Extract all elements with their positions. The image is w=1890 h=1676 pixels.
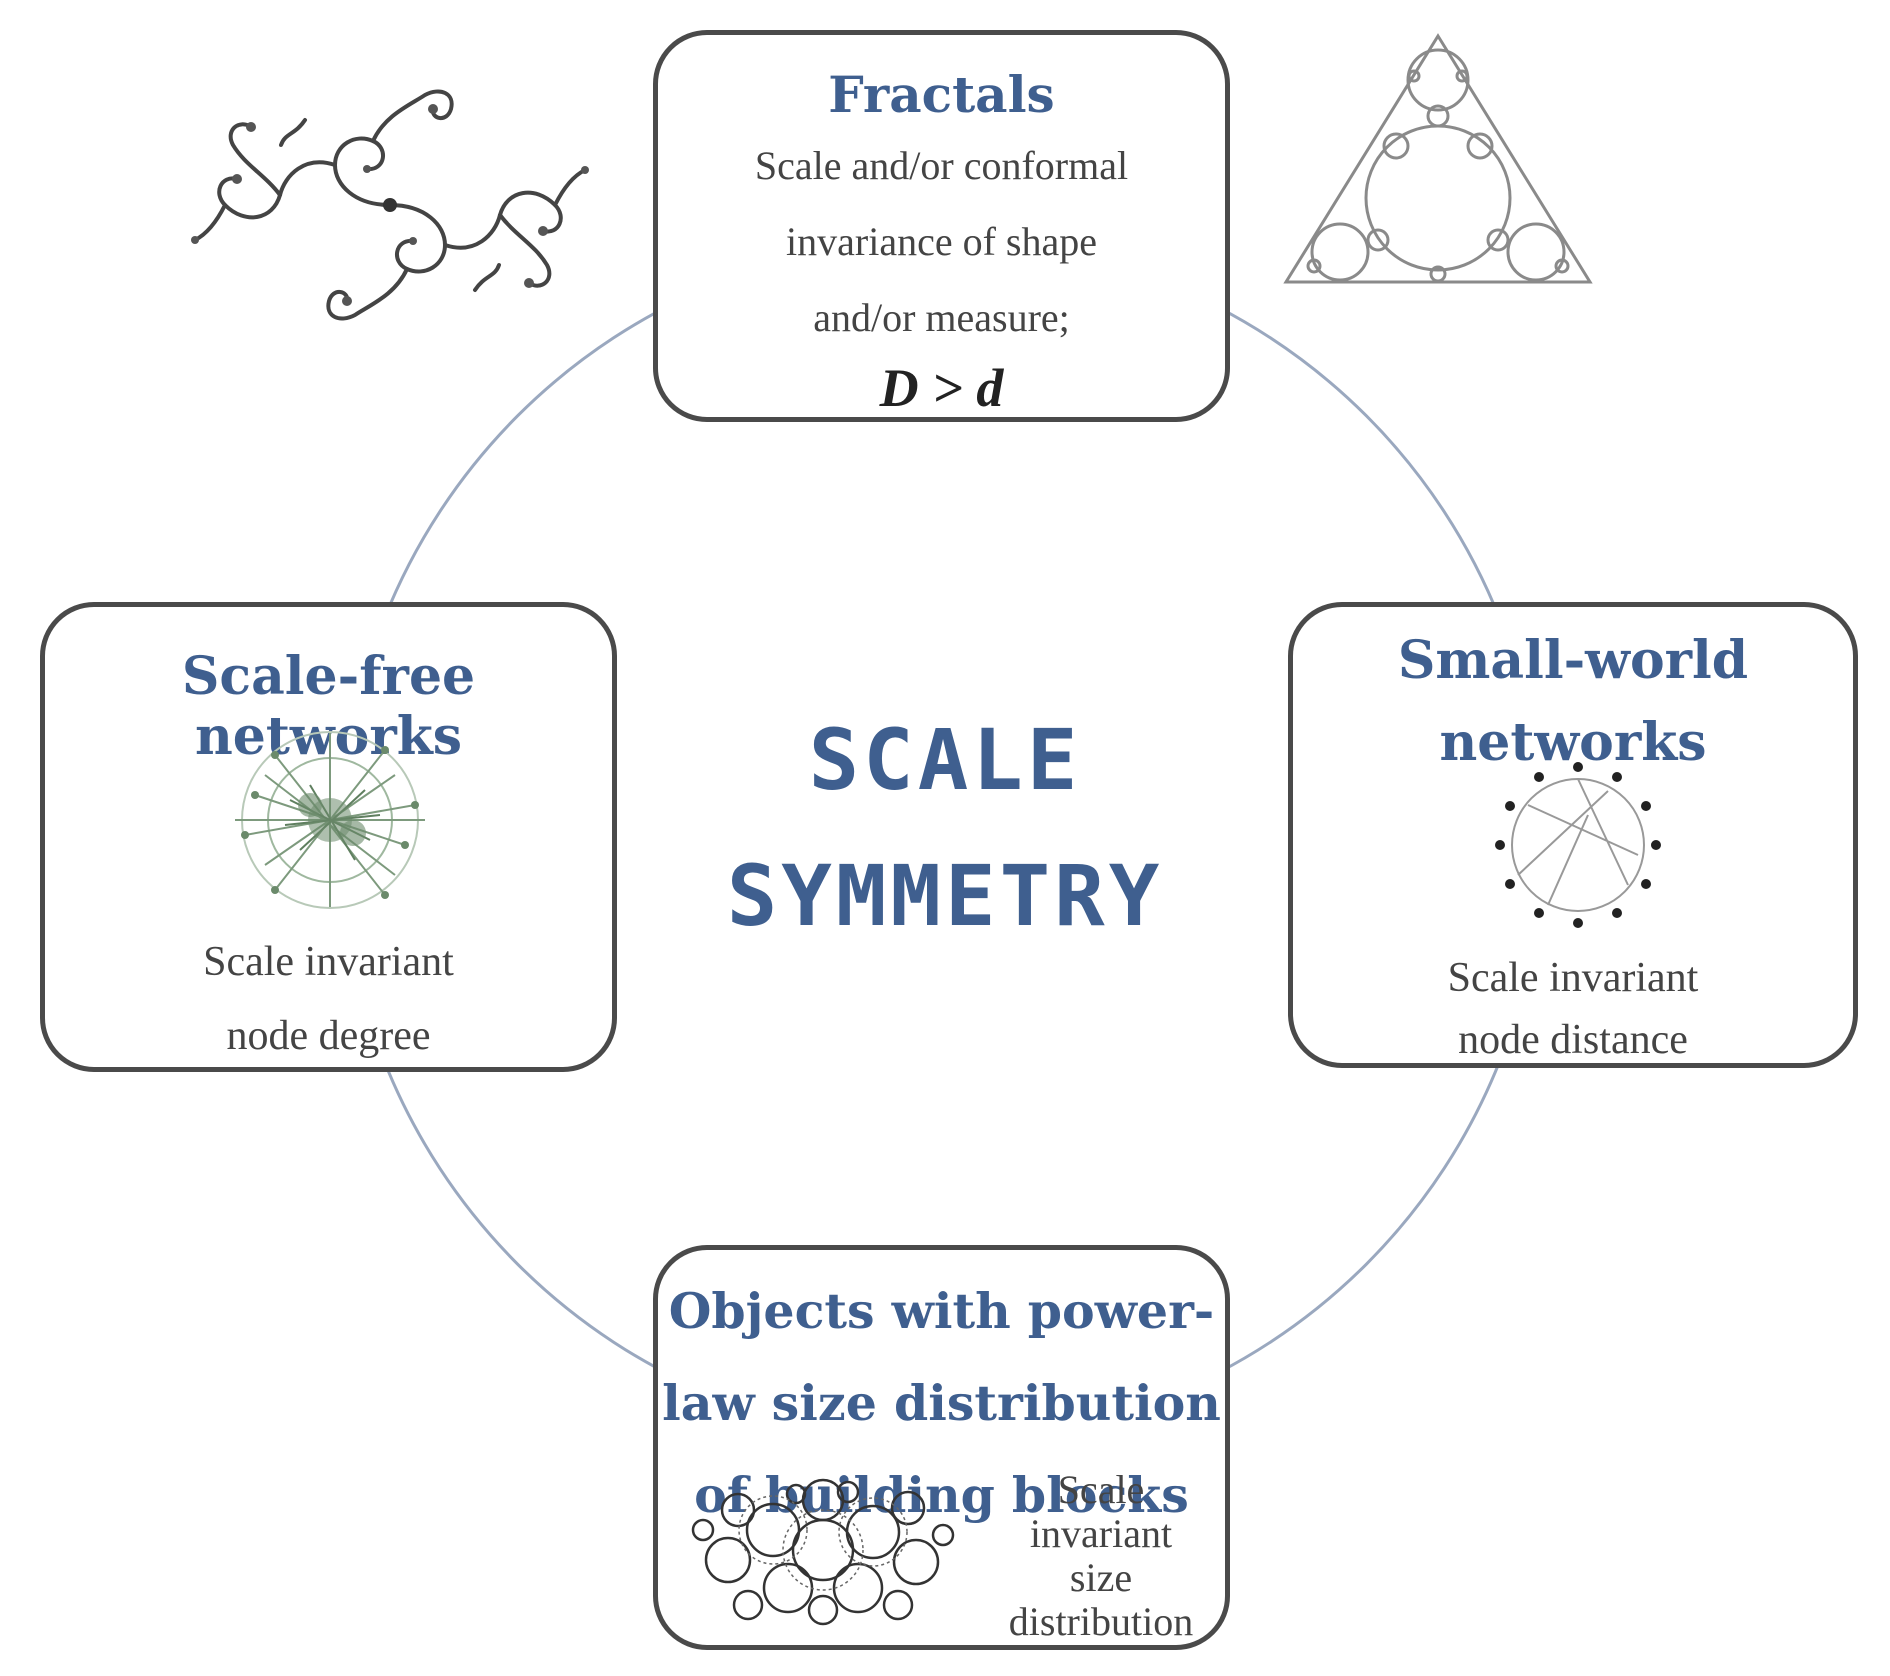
power-law-desc-line-3: size [1069, 1555, 1133, 1600]
scale-free-desc: Scale invariant node degree [45, 925, 612, 1073]
network-node-4 [1651, 840, 1661, 850]
fractals-title: Fractals [828, 65, 1055, 124]
scale-free-networks-box: Scale-free networks Scale invariant node… [40, 602, 617, 1072]
small-world-title-line-2: networks [1439, 712, 1707, 773]
scale-free-desc-line-2: node degree [226, 1013, 431, 1059]
power-law-desc: Scale invariant size distribution [976, 1468, 1226, 1644]
fractals-desc-line-2: invariance of shape [786, 219, 1097, 264]
small-world-desc: Scale invariant node distance [1293, 947, 1853, 1071]
power-law-title-line-1: Objects with power- [668, 1282, 1215, 1340]
network-node-6 [1612, 908, 1622, 918]
power-law-objects-box: Objects with power- law size distributio… [653, 1245, 1230, 1650]
network-node-9 [1505, 879, 1515, 889]
power-law-desc-line-1: Scale [1057, 1467, 1145, 1512]
power-law-title-line-3: of building blocks [694, 1466, 1189, 1524]
circle-packing-icon [691, 1478, 955, 1626]
power-law-title-line-2: law size distribution [662, 1374, 1221, 1432]
power-law-desc-line-2: invariant [1029, 1511, 1173, 1556]
network-node-11 [1505, 801, 1515, 811]
network-node-8 [1534, 908, 1544, 918]
fractals-box: Fractals Scale and/or conformal invarian… [653, 30, 1230, 422]
network-node-7 [1573, 918, 1583, 928]
small-world-title-line-1: Small-world [1397, 630, 1749, 691]
scale-free-desc-line-1: Scale invariant [203, 939, 454, 985]
scale-free-title: Scale-free networks [181, 646, 476, 767]
scale-free-network-icon [235, 731, 425, 909]
julia-set-icon [191, 89, 589, 321]
network-node-10 [1495, 840, 1505, 850]
small-world-networks-box: Small-world networks [1288, 602, 1858, 1068]
ring-lattice-icon [1495, 762, 1661, 928]
network-node-5 [1641, 879, 1651, 889]
power-law-desc-line-4: distribution [1008, 1599, 1194, 1644]
small-world-desc-line-2: node distance [1458, 1017, 1688, 1063]
network-node-2 [1612, 772, 1622, 782]
fractals-formula: D > d [879, 358, 1004, 418]
network-node-1 [1573, 762, 1583, 772]
center-title-line-2: SYMMETRY [726, 847, 1164, 945]
center-title-line-1: SCALE [808, 711, 1082, 809]
fractals-desc-line-3: and/or measure; [813, 295, 1070, 340]
fractals-desc-line-1: Scale and/or conformal [754, 143, 1129, 188]
small-world-desc-line-1: Scale invariant [1447, 955, 1699, 1001]
apollonian-gasket-icon [1283, 33, 1593, 284]
network-node-3 [1641, 801, 1651, 811]
network-node-12 [1534, 772, 1544, 782]
